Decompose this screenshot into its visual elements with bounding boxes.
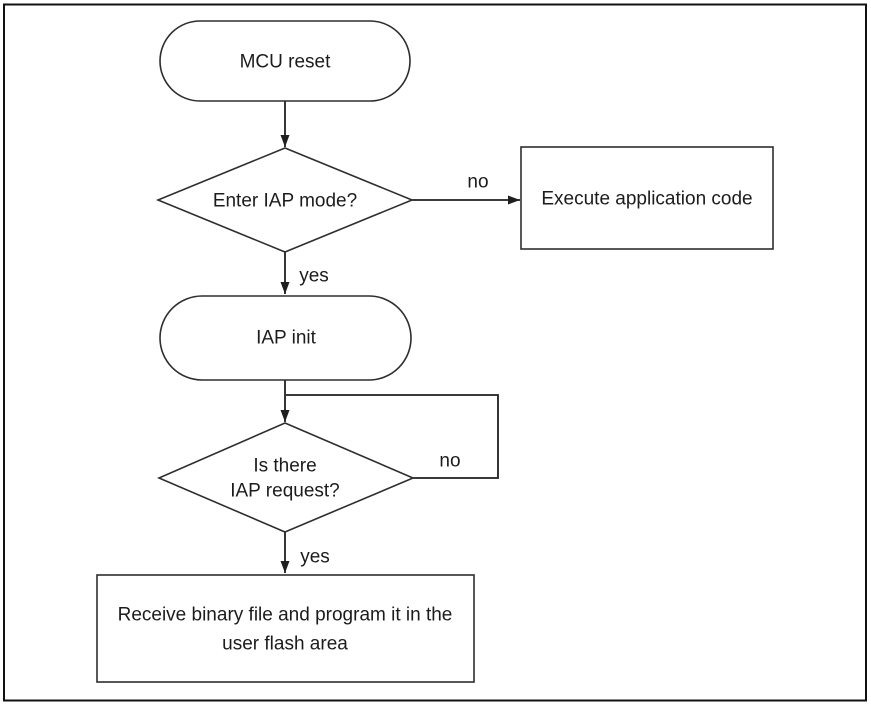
node-mcu-reset: MCU reset [159,20,411,102]
edge-label-enter-iap-no: no [467,172,488,193]
node-iap-init: IAP init [159,295,412,381]
edge-label-iap-request-no: no [439,451,460,472]
node-label-execute-application-code: Execute application code [541,189,752,210]
node-receive-binary-file: Receive binary file and program it in th… [96,574,475,683]
edge-label-iap-request-yes: yes [300,547,330,568]
decision-shape-enter-iap-mode [155,147,415,253]
node-label-mcu-reset: MCU reset [240,52,332,73]
process-shape-execute-application-code [520,146,774,250]
node-is-there-iap-request: Is there IAP request? [156,422,416,533]
loop-iap-request-no [286,394,499,479]
decision-shape-is-there-iap-request [156,422,416,533]
node-label-iap-init: IAP init [256,328,317,349]
process-shape-receive-binary-file [96,574,475,683]
node-enter-iap-mode: Enter IAP mode? [155,147,415,253]
page-border-frame [3,3,867,702]
node-label-is-there-iap-request-line2: IAP request? [230,481,340,502]
node-label-receive-binary-file-line2: user flash area [222,634,348,655]
node-label-receive-binary-file-line1: Receive binary file and program it in th… [118,605,453,626]
node-label-enter-iap-mode: Enter IAP mode? [213,191,357,212]
edge-label-enter-iap-yes: yes [299,266,329,287]
terminator-shape-iap-init [159,295,412,381]
node-label-is-there-iap-request-line1: Is there [253,456,316,477]
terminator-shape-mcu-reset [159,20,411,102]
node-execute-application-code: Execute application code [520,146,774,250]
